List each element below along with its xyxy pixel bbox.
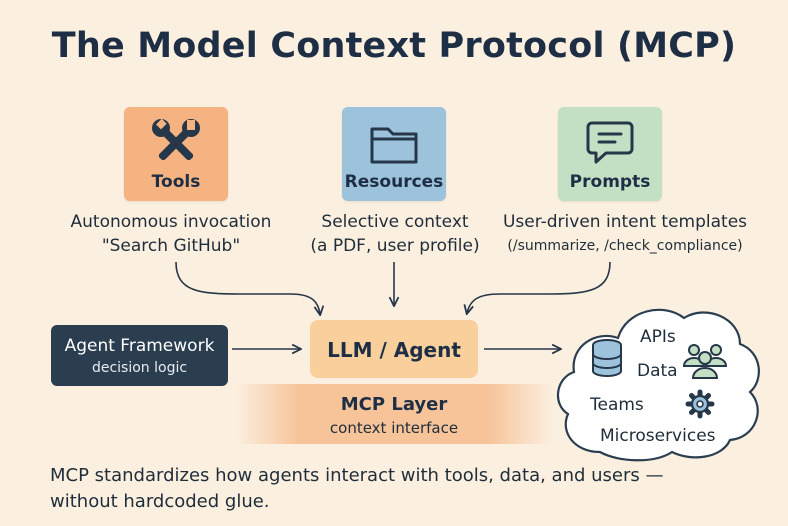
prompts-description-line2: (/summarize, /check_compliance) bbox=[507, 238, 743, 254]
footer-line1: MCP standardizes how agents interact wit… bbox=[50, 465, 664, 486]
mcp-layer-band: MCP Layer context interface bbox=[236, 384, 552, 444]
users-icon bbox=[682, 344, 728, 379]
tools-description: Autonomous invocation "Search GitHub" bbox=[56, 210, 286, 258]
tools-card: Tools bbox=[124, 107, 228, 201]
cloud-teams-label: Teams bbox=[590, 395, 644, 415]
llm-agent-box: LLM / Agent bbox=[310, 320, 478, 378]
resources-description: Selective context (a PDF, user profile) bbox=[300, 210, 490, 258]
prompts-label: Prompts bbox=[569, 172, 651, 192]
prompts-description: User-driven intent templates (/summarize… bbox=[496, 210, 754, 258]
agent-framework-subtitle: decision logic bbox=[91, 360, 188, 376]
mcp-layer-title: MCP Layer bbox=[340, 394, 448, 415]
footer-line2: without hardcoded glue. bbox=[50, 491, 270, 512]
mcp-layer-subtitle: context interface bbox=[329, 419, 459, 437]
resources-label: Resources bbox=[344, 172, 444, 192]
chat-bubble-icon bbox=[586, 121, 634, 164]
resources-description-line2: (a PDF, user profile) bbox=[310, 236, 480, 256]
resources-description-line1: Selective context bbox=[321, 212, 469, 232]
llm-agent-label: LLM / Agent bbox=[327, 338, 461, 362]
database-icon bbox=[592, 339, 622, 377]
tools-arrow bbox=[175, 261, 320, 314]
cloud-microservices-label: Microservices bbox=[600, 426, 716, 446]
wrench-screwdriver-icon bbox=[152, 118, 200, 161]
agent-framework-title: Agent Framework bbox=[64, 336, 215, 356]
folder-icon bbox=[370, 127, 418, 164]
tools-label: Tools bbox=[151, 172, 201, 192]
resources-card: Resources bbox=[342, 107, 446, 201]
footer-note: MCP standardizes how agents interact wit… bbox=[50, 463, 690, 515]
tools-description-line1: Autonomous invocation bbox=[70, 212, 272, 232]
agent-framework-box: Agent Framework decision logic bbox=[51, 325, 228, 386]
prompts-description-line1: User-driven intent templates bbox=[502, 212, 748, 232]
cloud-apis-label: APIs bbox=[640, 327, 676, 347]
tools-description-line2: "Search GitHub" bbox=[101, 236, 241, 256]
prompts-card: Prompts bbox=[558, 107, 662, 201]
cloud-data-label: Data bbox=[637, 361, 678, 381]
prompts-arrow bbox=[467, 261, 611, 313]
page-title: The Model Context Protocol (MCP) bbox=[51, 26, 737, 66]
gear-icon bbox=[685, 389, 715, 419]
